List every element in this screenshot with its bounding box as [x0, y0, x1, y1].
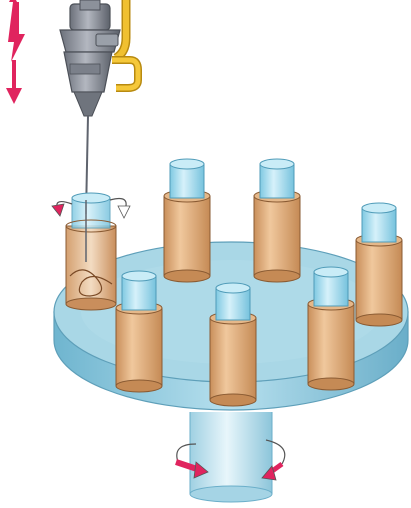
tube-back-left	[164, 159, 210, 282]
tube-back-center	[254, 159, 300, 282]
tube-filling-station	[66, 193, 116, 310]
tube-front-right	[308, 267, 354, 390]
lightning-arrow-icon	[6, 0, 25, 104]
dispensing-valve	[60, 0, 120, 214]
tube-front-left	[116, 271, 162, 392]
tube-back-right	[356, 203, 402, 326]
tube-front-center	[210, 283, 256, 406]
spindle-shaft	[190, 412, 272, 502]
